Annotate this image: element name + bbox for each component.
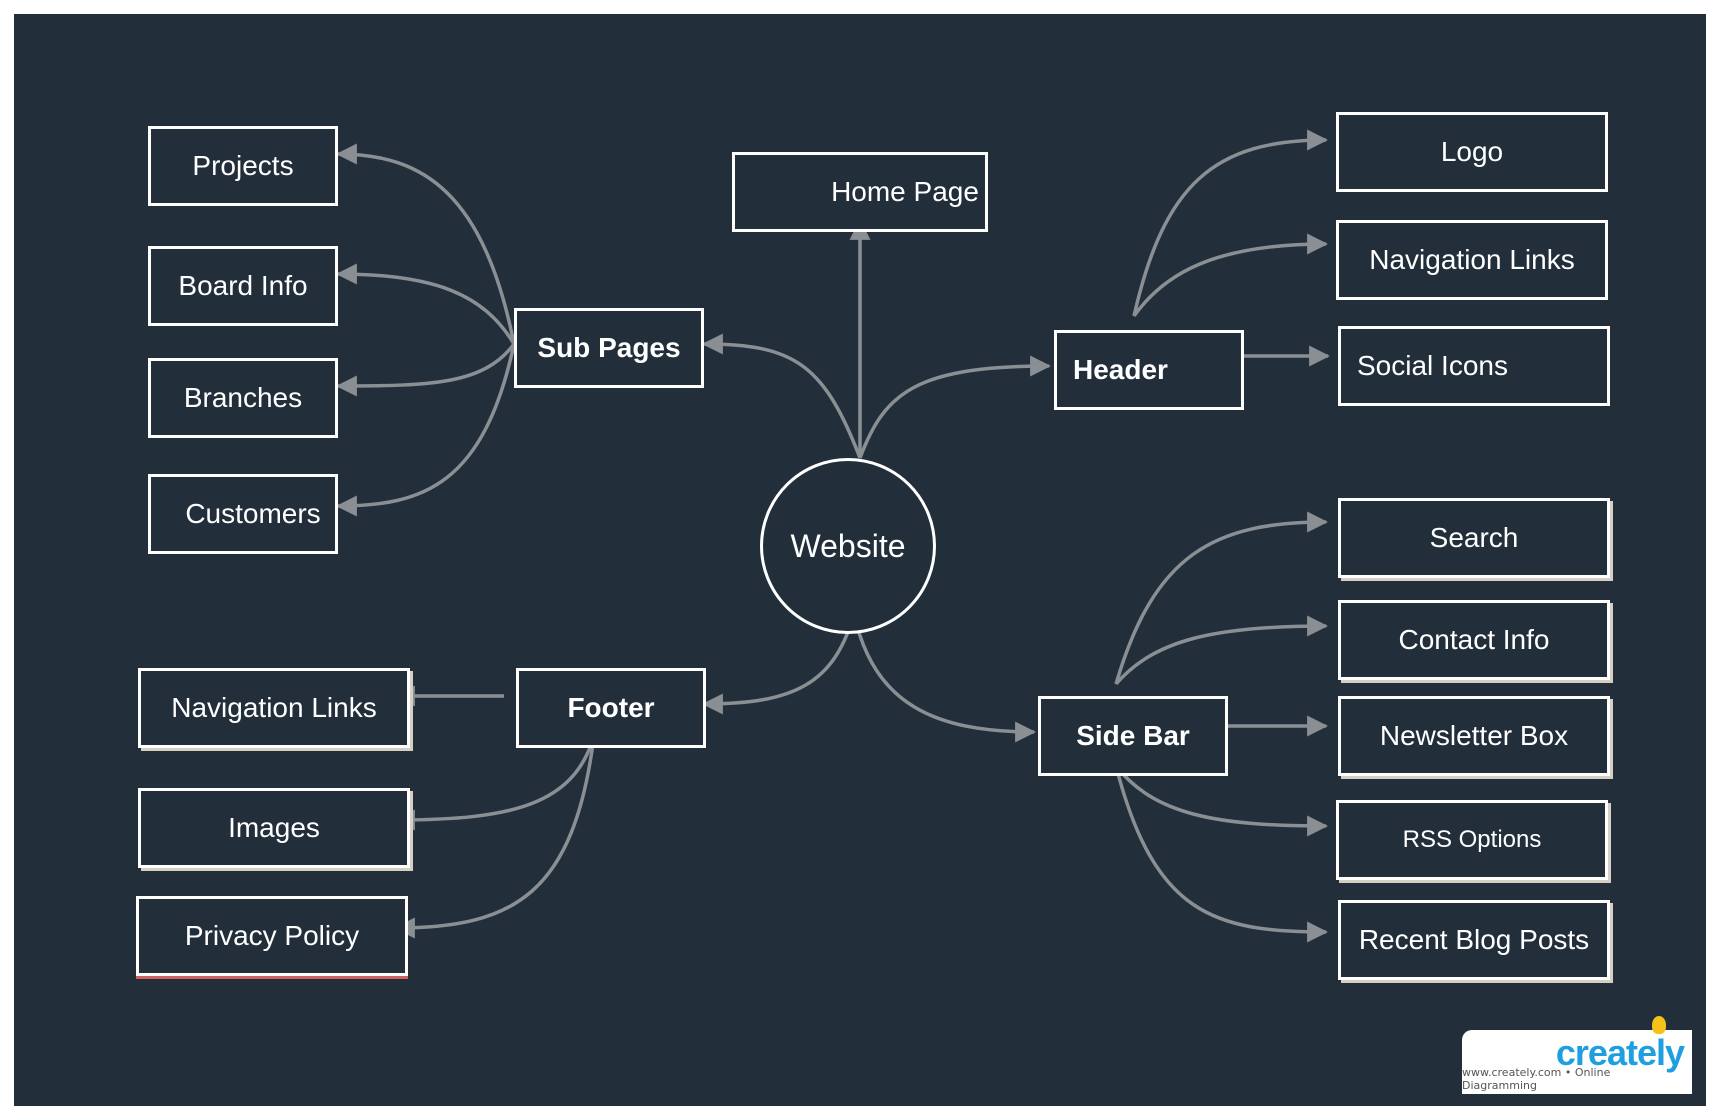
node-side-bar: Side Bar	[1038, 696, 1228, 776]
edge-side-bar-contact-info	[1114, 615, 1329, 686]
lightbulb-icon	[1652, 1016, 1666, 1034]
node-rss-options: RSS Options	[1336, 800, 1608, 880]
node-logo: Logo	[1336, 112, 1608, 192]
node-home-page: Home Page	[732, 152, 988, 232]
node-header-navigation-links: Navigation Links	[1336, 220, 1608, 300]
edge-website-footer	[701, 613, 856, 715]
edge-header-nav-links	[1132, 233, 1329, 318]
node-recent-blog-posts: Recent Blog Posts	[1338, 900, 1610, 980]
node-header: Header	[1054, 330, 1244, 410]
node-contact-info: Contact Info	[1338, 600, 1610, 680]
edge-sub-pages-customers	[335, 343, 516, 517]
node-footer-navigation-links: Navigation Links	[138, 668, 410, 748]
diagram-canvas: Website Home Page Sub Pages Projects Boa…	[14, 14, 1706, 1106]
node-privacy-policy: Privacy Policy	[136, 896, 408, 976]
edge-footer-privacy-policy	[393, 735, 596, 939]
node-sub-pages: Sub Pages	[514, 308, 704, 388]
edge-header-logo	[1132, 129, 1329, 317]
node-social-icons: Social Icons	[1338, 326, 1610, 406]
creately-tagline: www.creately.com • Online Diagramming	[1462, 1066, 1611, 1092]
edge-footer-images	[393, 735, 596, 831]
creately-wordmark: creately	[1555, 1032, 1685, 1073]
node-search: Search	[1338, 498, 1610, 578]
edge-side-bar-rss	[1114, 764, 1329, 837]
center-node-website: Website	[760, 458, 936, 634]
edge-website-header	[858, 355, 1052, 459]
creately-logo: creately www.creately.com • Online Diagr…	[1462, 1016, 1692, 1094]
edge-website-sub-pages	[701, 333, 862, 459]
connector-layer	[335, 129, 1331, 943]
node-customers: Customers	[148, 474, 338, 554]
edge-side-bar-blog-posts	[1114, 765, 1329, 943]
node-branches: Branches	[148, 358, 338, 438]
node-newsletter-box: Newsletter Box	[1338, 696, 1610, 776]
edge-sub-pages-projects	[335, 143, 516, 345]
edge-side-bar-search	[1114, 511, 1329, 685]
edge-sub-pages-branches	[335, 342, 516, 397]
node-projects: Projects	[148, 126, 338, 206]
node-footer: Footer	[516, 668, 706, 748]
edge-sub-pages-board-info	[335, 263, 516, 345]
edge-website-side-bar	[852, 613, 1037, 743]
node-board-info: Board Info	[148, 246, 338, 326]
node-images: Images	[138, 788, 410, 868]
